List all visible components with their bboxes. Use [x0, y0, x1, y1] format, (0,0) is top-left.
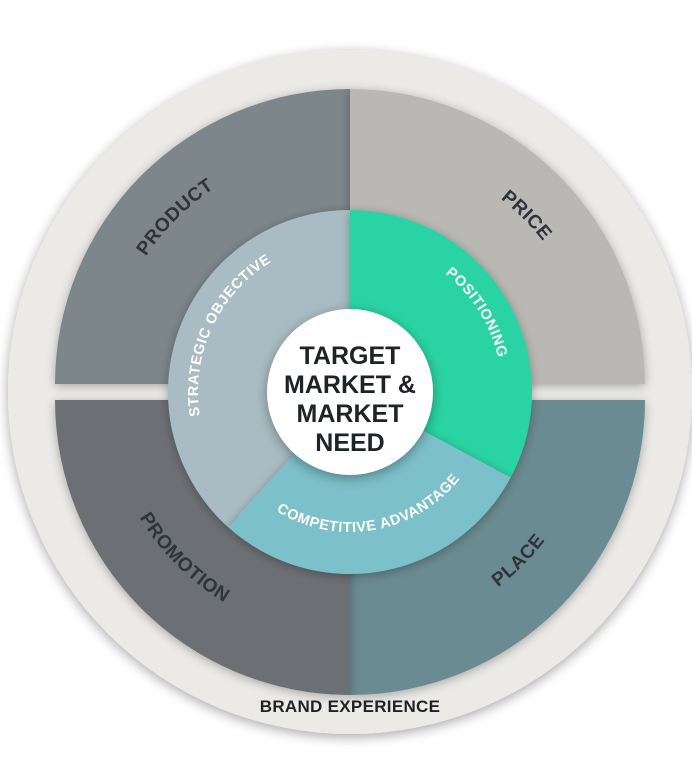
center-circle: [267, 309, 433, 475]
center-line-2: MARKET &: [284, 371, 416, 399]
quadrant-promotion: [55, 400, 350, 695]
center-line-4: NEED: [315, 429, 384, 457]
quadrant-product: [55, 89, 350, 384]
center-line-1: TARGET: [300, 342, 401, 370]
quadrant-place: [350, 400, 645, 695]
segment-strategic-objective: [167, 210, 350, 528]
segment-competitive-advantage: [228, 429, 511, 575]
segment-positioning: [350, 210, 533, 478]
brand-experience-label: BRAND EXPERIENCE: [260, 697, 441, 716]
quadrant-price: [350, 89, 645, 384]
center-line-3: MARKET: [297, 400, 404, 428]
